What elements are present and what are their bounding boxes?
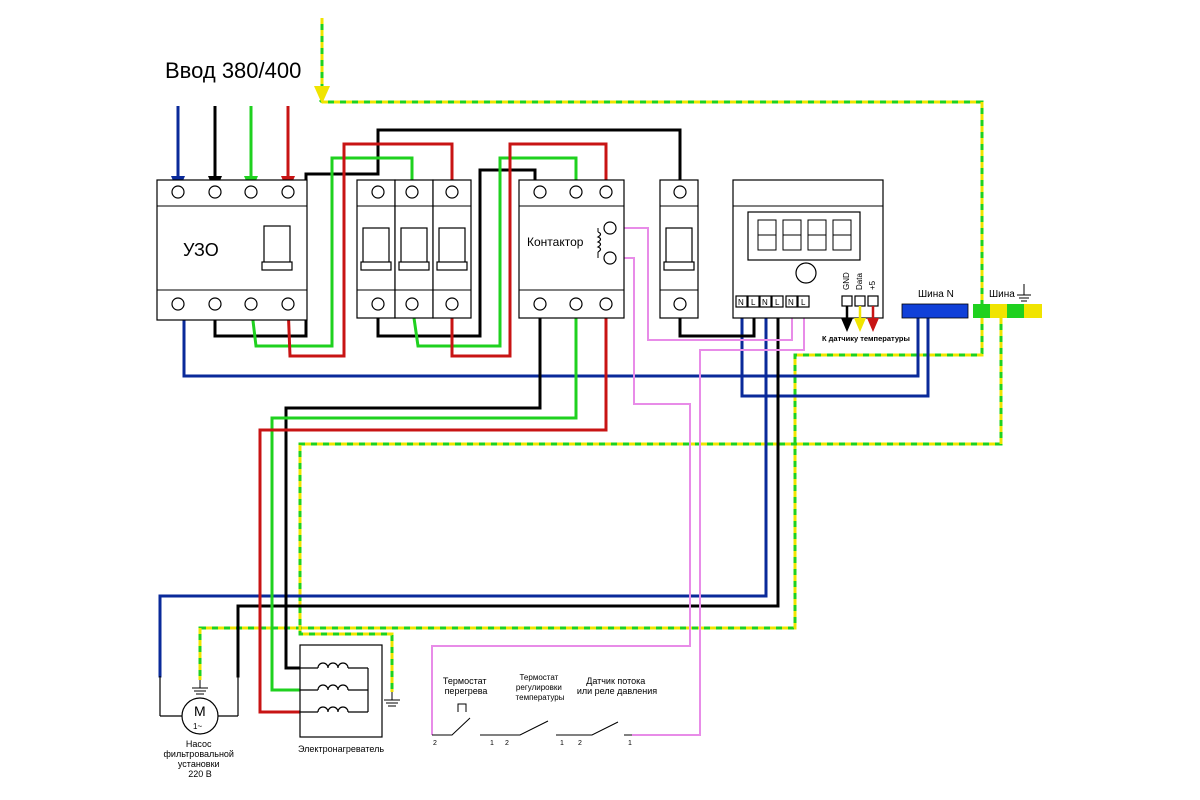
contact-number: 1 (628, 740, 632, 747)
motor-sub: 1~ (193, 722, 202, 731)
control-wires (431, 227, 805, 736)
terminal-label: L (775, 298, 780, 307)
contact-number: 2 (433, 740, 437, 747)
temp-sensor-label: К датчику температуры (822, 334, 910, 343)
motor-icon: M 1~ (181, 697, 219, 735)
ground-icon (1017, 284, 1031, 302)
motor-letter: M (194, 703, 206, 719)
single-pole-breaker (659, 179, 699, 319)
pump-label: Насос фильтровальной установки 220 В (164, 739, 237, 779)
phase-green-wires (249, 156, 578, 692)
seven-segment-display (757, 219, 852, 251)
coil-icon (300, 662, 369, 713)
terminal-label: N (738, 298, 744, 307)
arrow-down-icon (854, 318, 866, 332)
phase-red-wires (258, 142, 608, 714)
neutral-bus: Шина N (901, 289, 969, 319)
thermo1-label: Термостат перегрева (443, 676, 489, 696)
bus-n-label: Шина N (918, 289, 954, 300)
ground-bus: Шина (973, 284, 1042, 318)
terminal-label: N (762, 298, 768, 307)
controller-power-terminals: N L N L N L (735, 295, 810, 308)
terminal-label: L (751, 298, 756, 307)
temperature-controller: N L N L N L GND Data +5 (732, 179, 884, 319)
control-contacts: Термостат перегрева Термостат регулировк… (432, 673, 657, 747)
rcd-bottom-terminals (171, 297, 295, 311)
terminal-label: N (788, 298, 794, 307)
flow-sensor-label: Датчик потока или реле давления (577, 676, 657, 696)
contactor-device: Контактор (518, 179, 625, 319)
heater-label: Электронагреватель (298, 744, 384, 754)
contact-number: 1 (560, 740, 564, 747)
electric-heater: Электронагреватель (298, 644, 400, 754)
gnd-label: GND (842, 272, 851, 290)
data-label: Data (855, 273, 864, 290)
ground-icon (384, 692, 400, 707)
contact-number: 1 (490, 740, 494, 747)
pump-motor: M 1~ Насос фильтровальной установки 220 … (159, 676, 239, 779)
terminal-label: L (801, 298, 806, 307)
neutral-wires (158, 302, 930, 678)
rcd-device: УЗО (156, 179, 308, 321)
arrow-down-icon (314, 86, 330, 104)
contact-number: 2 (505, 740, 509, 747)
plus5-label: +5 (868, 280, 877, 290)
coil-icon (596, 228, 602, 258)
pe-wires (198, 18, 1003, 692)
bus-pe-label: Шина (989, 289, 1015, 300)
rcd-top-terminals (171, 185, 295, 199)
controller-knob (795, 262, 817, 284)
contactor-label: Контактор (527, 235, 584, 249)
arrow-down-icon (841, 318, 853, 332)
three-pole-breaker (356, 179, 472, 319)
arrow-down-icon (867, 318, 879, 332)
controller-sensor-terminals: GND Data +5 (841, 272, 879, 307)
contact-number: 2 (578, 740, 582, 747)
rcd-label: УЗО (183, 240, 219, 260)
input-arrows (171, 106, 295, 192)
thermo2-label: Термостат регулировки температуры (516, 673, 565, 702)
diagram-title: Ввод 380/400 (165, 58, 301, 83)
ground-icon (192, 680, 208, 695)
phase-black-wires (213, 128, 780, 678)
temp-sensor-arrows: К датчику температуры (822, 306, 910, 343)
